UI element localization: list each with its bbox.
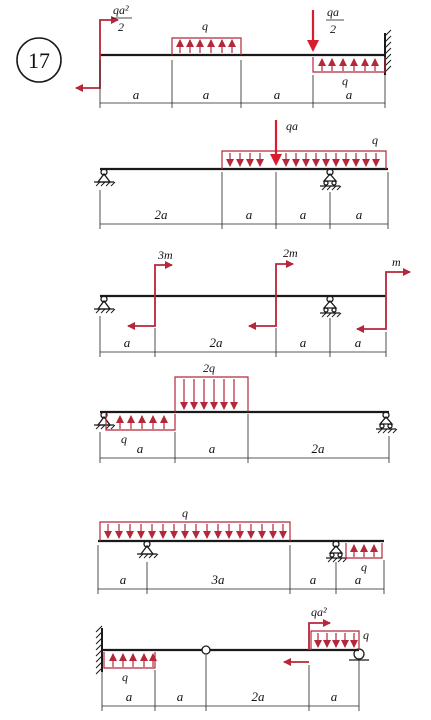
dimension-line bbox=[99, 414, 390, 463]
dimension-label: a bbox=[203, 87, 210, 102]
distributed-load bbox=[221, 150, 387, 169]
roller-support-icon bbox=[376, 411, 398, 434]
dimension-label: a bbox=[246, 207, 253, 222]
dimension-label: 3a bbox=[211, 572, 226, 587]
scheme-3: 3m 2m m a 2a a a bbox=[94, 246, 411, 357]
dimension-line bbox=[99, 316, 387, 357]
dimension-label: a bbox=[177, 689, 184, 704]
dimension-label: a bbox=[355, 572, 362, 587]
dimension-label: a bbox=[310, 572, 317, 587]
pin-support-icon bbox=[137, 540, 159, 559]
udl-right-label: q bbox=[363, 628, 369, 642]
pin-support-icon bbox=[94, 168, 116, 187]
dimension-label: 2a bbox=[312, 441, 326, 456]
dimension-label: a bbox=[300, 207, 307, 222]
fixed-support-icon bbox=[95, 625, 103, 675]
force-label: qa bbox=[327, 5, 339, 19]
force-label-den: 2 bbox=[330, 22, 336, 36]
moment-couple bbox=[127, 261, 173, 330]
dimension-line bbox=[99, 172, 389, 229]
distributed-load-bottom bbox=[105, 414, 176, 431]
scheme-4: 2q q a a 2a bbox=[94, 361, 398, 463]
roller-support-icon bbox=[320, 168, 342, 191]
udl-bottom-label: q bbox=[121, 432, 127, 446]
hinge-icon bbox=[201, 645, 211, 655]
distributed-load-bottom bbox=[312, 57, 386, 73]
dimension-label: a bbox=[126, 689, 133, 704]
scheme-1: qa² 2 q qa 2 q bbox=[75, 3, 392, 108]
pin-support-icon bbox=[94, 295, 116, 314]
distributed-load-top bbox=[174, 376, 249, 412]
udl-right-label: q bbox=[361, 560, 367, 574]
moment-label: m bbox=[392, 255, 401, 269]
distributed-load-top bbox=[171, 37, 242, 55]
dimension-label: 2a bbox=[210, 335, 224, 350]
distributed-load bbox=[99, 521, 291, 541]
dimension-line bbox=[97, 545, 385, 594]
distributed-load-right bbox=[310, 630, 360, 650]
udl-label: q bbox=[372, 133, 378, 147]
distributed-load-left bbox=[103, 652, 157, 669]
dimension-label: a bbox=[355, 335, 362, 350]
udl-top-label: q bbox=[182, 506, 188, 520]
moment-couple bbox=[283, 619, 331, 666]
problem-number: 17 bbox=[28, 48, 50, 73]
fixed-support-icon bbox=[384, 29, 392, 75]
dimension-line bbox=[101, 655, 360, 711]
dimension-label: a bbox=[274, 87, 281, 102]
dimension-label: 2a bbox=[252, 689, 266, 704]
dimension-label: a bbox=[137, 441, 144, 456]
dimension-line bbox=[99, 60, 386, 108]
dimension-label: a bbox=[209, 441, 216, 456]
dimension-label: a bbox=[124, 335, 131, 350]
moment-label: qa² bbox=[113, 3, 129, 17]
udl-left-label: q bbox=[122, 670, 128, 684]
roller-support-icon bbox=[326, 540, 348, 563]
dimension-label: a bbox=[133, 87, 140, 102]
dimension-label: a bbox=[120, 572, 127, 587]
roller-support-icon bbox=[320, 295, 342, 318]
dimension-label: 2a bbox=[155, 207, 169, 222]
dimension-label: a bbox=[331, 689, 338, 704]
udl-bottom-label: q bbox=[342, 74, 348, 88]
moment-couple bbox=[356, 268, 411, 333]
force-label: qa bbox=[286, 119, 298, 133]
dimension-label: a bbox=[300, 335, 307, 350]
moment-couple bbox=[248, 260, 294, 330]
dimension-label: a bbox=[346, 87, 353, 102]
moment-label: 3m bbox=[157, 248, 173, 262]
scheme-2: q qa 2a a a a bbox=[94, 119, 389, 229]
moment-label-den: 2 bbox=[118, 20, 124, 34]
dimension-label: a bbox=[356, 207, 363, 222]
scheme-6: q qa² q a a 2a a bbox=[95, 605, 369, 711]
udl-top-label: 2q bbox=[203, 361, 215, 375]
moment-label: 2m bbox=[283, 246, 298, 260]
scheme-5: q q a 3a a a bbox=[97, 506, 385, 594]
distributed-load-right bbox=[345, 543, 383, 559]
udl-top-label: q bbox=[202, 19, 208, 33]
problem-number-badge: 17 bbox=[16, 37, 62, 83]
moment-label: qa² bbox=[311, 605, 327, 619]
pin-support-icon bbox=[94, 411, 116, 430]
